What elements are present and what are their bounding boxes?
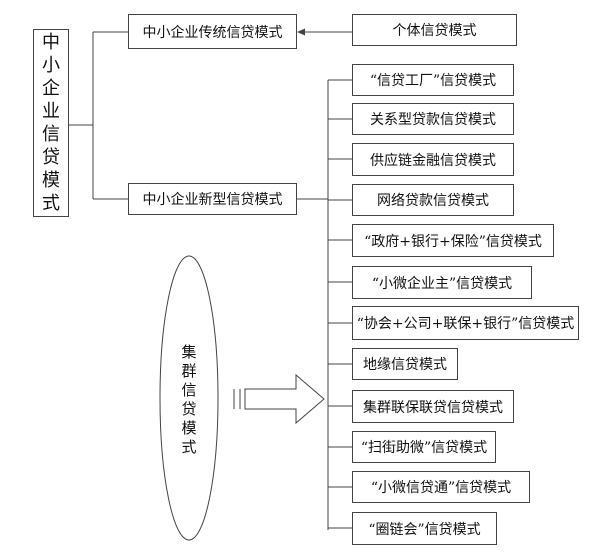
individual-mode-box: 个体信贷模式 xyxy=(352,14,517,46)
cluster-arrow xyxy=(244,373,325,425)
mode-box-micro-credit-pass: “小微信贷通”信贷模式 xyxy=(352,471,530,503)
traditional-mode-label: 中小企业传统信贷模式 xyxy=(142,24,283,41)
individual-arrow-head xyxy=(297,28,305,36)
mode-box-gov-bank-insurance: “政府+银行+保险”信贷模式 xyxy=(352,224,554,257)
root-char: 中 xyxy=(42,32,60,53)
cluster-char: 式 xyxy=(181,438,197,456)
cluster-char: 群 xyxy=(181,362,197,380)
mode-label: “信贷工厂”信贷模式 xyxy=(369,73,497,89)
root-char: 贷 xyxy=(42,147,60,168)
cluster-char: 贷 xyxy=(181,400,197,418)
mode-label: “扫街助微”信贷模式 xyxy=(360,440,488,456)
cluster-label: 集 群 信 贷 模 式 xyxy=(181,343,197,457)
root-char: 业 xyxy=(42,101,60,122)
mode-box-circle-chain: “圈链会”信贷模式 xyxy=(352,512,497,545)
mode-label: 关系型贷款信贷模式 xyxy=(370,112,496,128)
mode-label: “政府+银行+保险”信贷模式 xyxy=(364,233,542,250)
root-char: 企 xyxy=(42,78,60,99)
individual-mode-label: 个体信贷模式 xyxy=(392,23,477,39)
mode-box-small-business-owner: “小微企业主”信贷模式 xyxy=(352,266,532,299)
mode-box-online-loan: 网络贷款信贷模式 xyxy=(352,184,514,216)
root-char: 模 xyxy=(42,170,60,191)
root-char: 信 xyxy=(42,124,60,145)
new-modes-connector xyxy=(297,80,329,530)
mode-box-association-company: “协会+公司+联保+银行”信贷模式 xyxy=(352,306,579,340)
root-char: 小 xyxy=(42,55,60,76)
mode-label: 集群联保联贷信贷模式 xyxy=(363,399,503,416)
mode-box-credit-factory: “信贷工厂”信贷模式 xyxy=(352,64,514,96)
mode-label: 网络贷款信贷模式 xyxy=(377,193,489,209)
mode-label: 供应链金融信贷模式 xyxy=(370,152,496,169)
mode-box-street-sweep: “扫街助微”信贷模式 xyxy=(352,431,496,463)
root-box: 中 小 企 业 信 贷 模 式 xyxy=(33,29,69,217)
mode-label: “圈链会”信贷模式 xyxy=(368,521,481,538)
mode-label: 地缘信贷模式 xyxy=(363,357,447,373)
traditional-mode-box: 中小企业传统信贷模式 xyxy=(128,14,297,49)
cluster-ellipse xyxy=(159,255,219,541)
mode-ticks xyxy=(328,79,352,529)
mode-box-relationship-loan: 关系型贷款信贷模式 xyxy=(352,103,514,135)
mode-box-geographic: 地缘信贷模式 xyxy=(352,348,458,380)
mode-label: “小微企业主”信贷模式 xyxy=(371,275,513,292)
mode-label: “协会+公司+联保+银行”信贷模式 xyxy=(356,316,575,332)
root-connector xyxy=(69,31,128,200)
mode-box-supply-chain: 供应链金融信贷模式 xyxy=(352,143,514,176)
new-mode-box: 中小企业新型信贷模式 xyxy=(128,183,297,215)
cluster-char: 信 xyxy=(181,381,197,399)
cluster-char: 模 xyxy=(181,419,197,437)
mode-label: “小微信贷通”信贷模式 xyxy=(370,480,512,496)
new-mode-label: 中小企业新型信贷模式 xyxy=(142,192,283,208)
mode-box-cluster-joint-guarantee: 集群联保联贷信贷模式 xyxy=(352,390,514,423)
root-char: 式 xyxy=(42,193,60,214)
cluster-char: 集 xyxy=(181,343,197,361)
